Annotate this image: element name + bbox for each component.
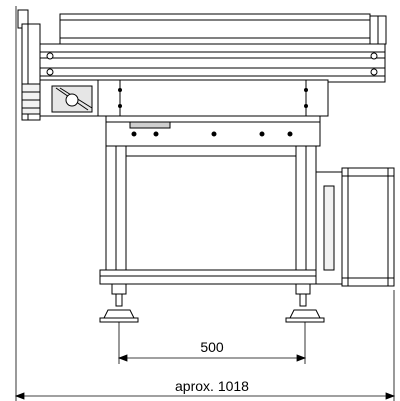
leveling-foot-right (285, 283, 325, 323)
foot-spacing-dimension (117, 322, 307, 364)
drive-motor (17, 9, 99, 121)
conveyor-beam (39, 13, 387, 83)
leveling-foot-left (99, 283, 139, 323)
foot-spacing-label: 500 (200, 339, 224, 355)
control-box (315, 167, 395, 287)
overall-width-label: aprox. 1018 (175, 378, 249, 394)
upper-frame (97, 79, 329, 147)
overall-width-dimension (14, 6, 396, 401)
stand-frame (99, 145, 325, 285)
